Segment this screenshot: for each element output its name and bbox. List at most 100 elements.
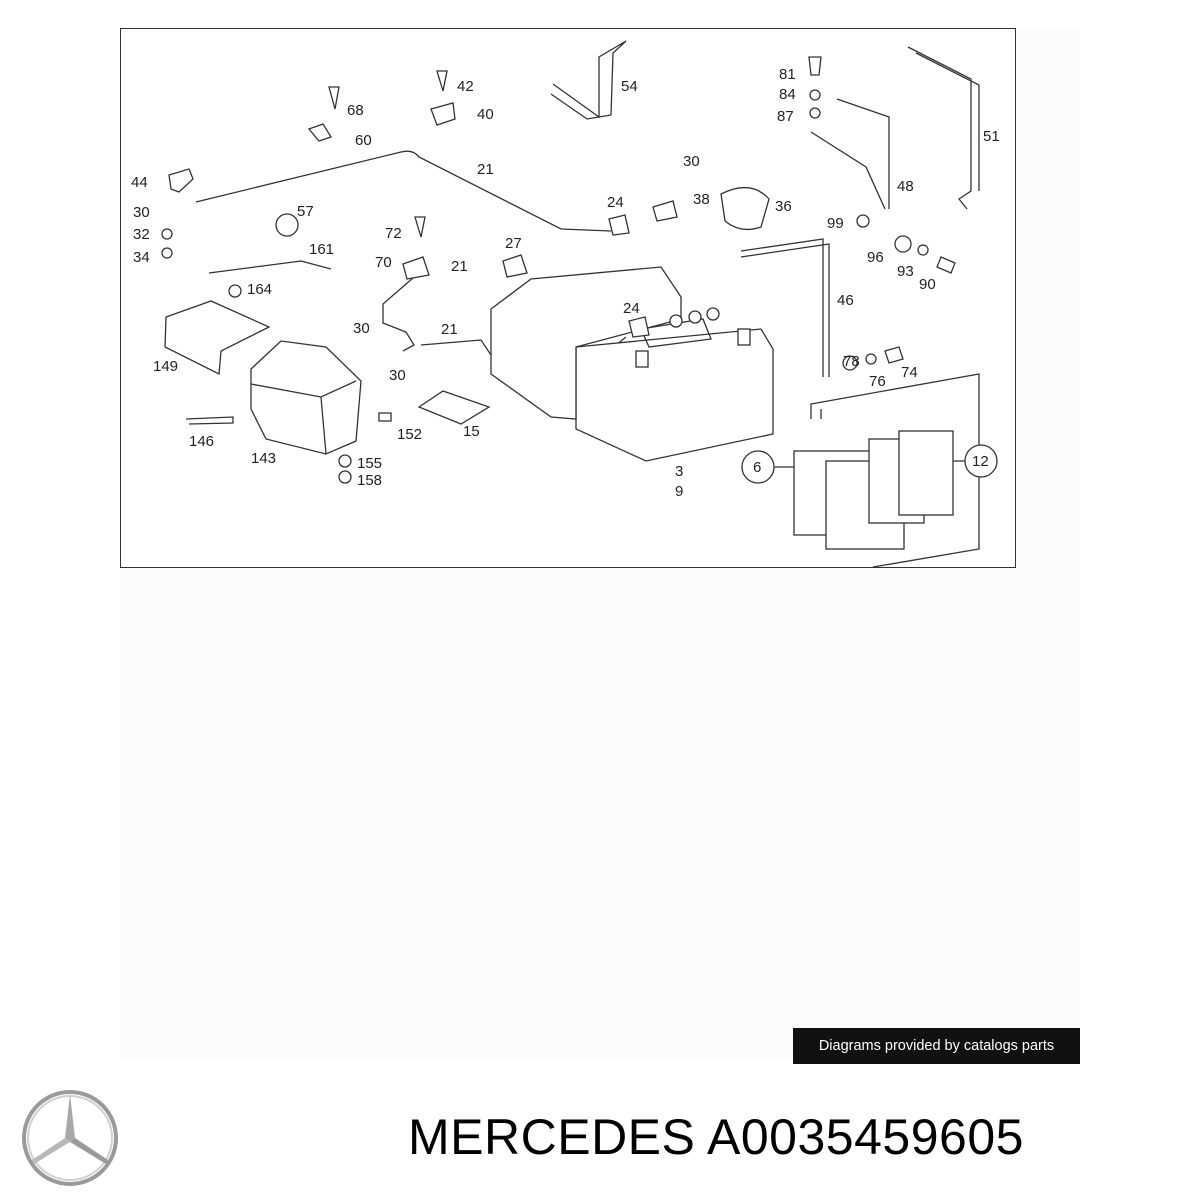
- diagram-credit-banner: Diagrams provided by catalogs parts: [793, 1028, 1080, 1064]
- callout-label: 48: [897, 178, 914, 195]
- callout-label: 93: [897, 263, 914, 280]
- bolt-81: [808, 56, 822, 76]
- washer-87: [809, 107, 821, 119]
- washer-96: [894, 235, 912, 253]
- terminal-38: [652, 200, 678, 222]
- callout-label: 21: [441, 321, 458, 338]
- bolt-74: [884, 346, 904, 364]
- product-title: MERCEDES A0035459605: [408, 1109, 1024, 1165]
- callout-label: 46: [837, 292, 854, 309]
- callout-label: 70: [375, 254, 392, 271]
- cable-21-lower: [382, 270, 422, 352]
- callout-label: 155: [357, 455, 382, 472]
- callout-label: 87: [777, 108, 794, 125]
- cover-149: [164, 300, 271, 376]
- clamp-40: [430, 102, 456, 126]
- callout-label: 57: [297, 203, 314, 220]
- callout-label: 38: [693, 191, 710, 208]
- callout-label: 42: [457, 78, 474, 95]
- parts-diagram: 68 60 42 40 54 81 84 87 51 21 44 30 57 3…: [120, 28, 1016, 568]
- washer-78: [842, 355, 858, 371]
- callout-label: 12: [972, 453, 989, 470]
- nut-158: [338, 470, 352, 484]
- callout-label: 143: [251, 450, 276, 467]
- cable-48: [810, 98, 890, 210]
- callout-label: 30: [389, 367, 406, 384]
- callout-label: 24: [623, 300, 640, 317]
- callout-label: 32: [133, 226, 150, 243]
- callout-label: 54: [621, 78, 638, 95]
- mercedes-star-icon: [20, 1088, 120, 1188]
- cable-21-top: [195, 150, 612, 232]
- callout-label: 27: [505, 235, 522, 252]
- parts-diagram-drawing: [161, 40, 998, 568]
- callout-label: 76: [869, 373, 886, 390]
- callout-label: 161: [309, 241, 334, 258]
- connector-24-top: [608, 214, 630, 236]
- cable-161: [208, 260, 332, 274]
- callout-label: 30: [133, 204, 150, 221]
- grommet-57: [275, 213, 299, 237]
- nut-164: [228, 284, 242, 298]
- washer-84: [809, 89, 821, 101]
- callout-label: 36: [775, 198, 792, 215]
- washer-93: [917, 244, 929, 256]
- battery-cap-2: [688, 310, 702, 324]
- callout-labels: 68 60 42 40 54 81 84 87 51 21 44 30 57 3…: [131, 66, 1000, 500]
- connector-27: [502, 254, 528, 278]
- callout-label: 21: [477, 161, 494, 178]
- callout-label: 164: [247, 281, 272, 298]
- callout-label: 3: [675, 463, 683, 480]
- washer-155: [338, 454, 352, 468]
- callout-label: 24: [607, 194, 624, 211]
- callout-label: 30: [683, 153, 700, 170]
- clamp-70: [402, 256, 430, 280]
- callout-label: 99: [827, 215, 844, 232]
- battery-cap-1: [669, 314, 683, 328]
- nut-99: [856, 214, 870, 228]
- callout-label: 44: [131, 174, 148, 191]
- callout-label: 51: [983, 128, 1000, 145]
- washer-76: [865, 353, 877, 365]
- callout-label: 9: [675, 483, 683, 500]
- battery-terminal-left: [635, 350, 649, 368]
- terminal-36: [720, 187, 770, 231]
- callout-label: 30: [353, 320, 370, 337]
- screw-42: [436, 70, 448, 92]
- strap-51: [907, 46, 980, 210]
- callout-label: 21: [451, 258, 468, 275]
- callout-label: 15: [463, 423, 480, 440]
- bolt-90: [936, 256, 956, 274]
- clamp-60: [307, 123, 332, 142]
- clip-146: [185, 416, 234, 425]
- connector-24-mid: [628, 316, 650, 338]
- plate-15: [417, 390, 491, 425]
- callout-label: 149: [153, 358, 178, 375]
- kit-bracket: [810, 373, 980, 568]
- battery-terminal-right: [737, 328, 751, 346]
- callout-label: 6: [753, 459, 761, 476]
- housing-143: [250, 340, 362, 455]
- screw-68: [328, 86, 340, 110]
- strap-54: [550, 40, 627, 120]
- callout-label: 74: [901, 364, 918, 381]
- callout-label: 81: [779, 66, 796, 83]
- cable-46: [740, 238, 830, 377]
- callout-label: 90: [919, 276, 936, 293]
- battery-cap-3: [706, 307, 720, 321]
- callout-label: 40: [477, 106, 494, 123]
- callout-label: 96: [867, 249, 884, 266]
- washer-32: [161, 228, 173, 240]
- callout-label: 68: [347, 102, 364, 119]
- callout-label: 158: [357, 472, 382, 489]
- screw-72: [414, 216, 426, 238]
- callout-label: 72: [385, 225, 402, 242]
- callout-label: 84: [779, 86, 796, 103]
- bolt-152: [378, 412, 392, 422]
- nut-34: [161, 247, 173, 259]
- battery-front: [575, 328, 774, 462]
- callout-label: 146: [189, 433, 214, 450]
- battery-cell-4: [898, 430, 954, 516]
- callout-label: 60: [355, 132, 372, 149]
- battery-rear: [490, 266, 682, 420]
